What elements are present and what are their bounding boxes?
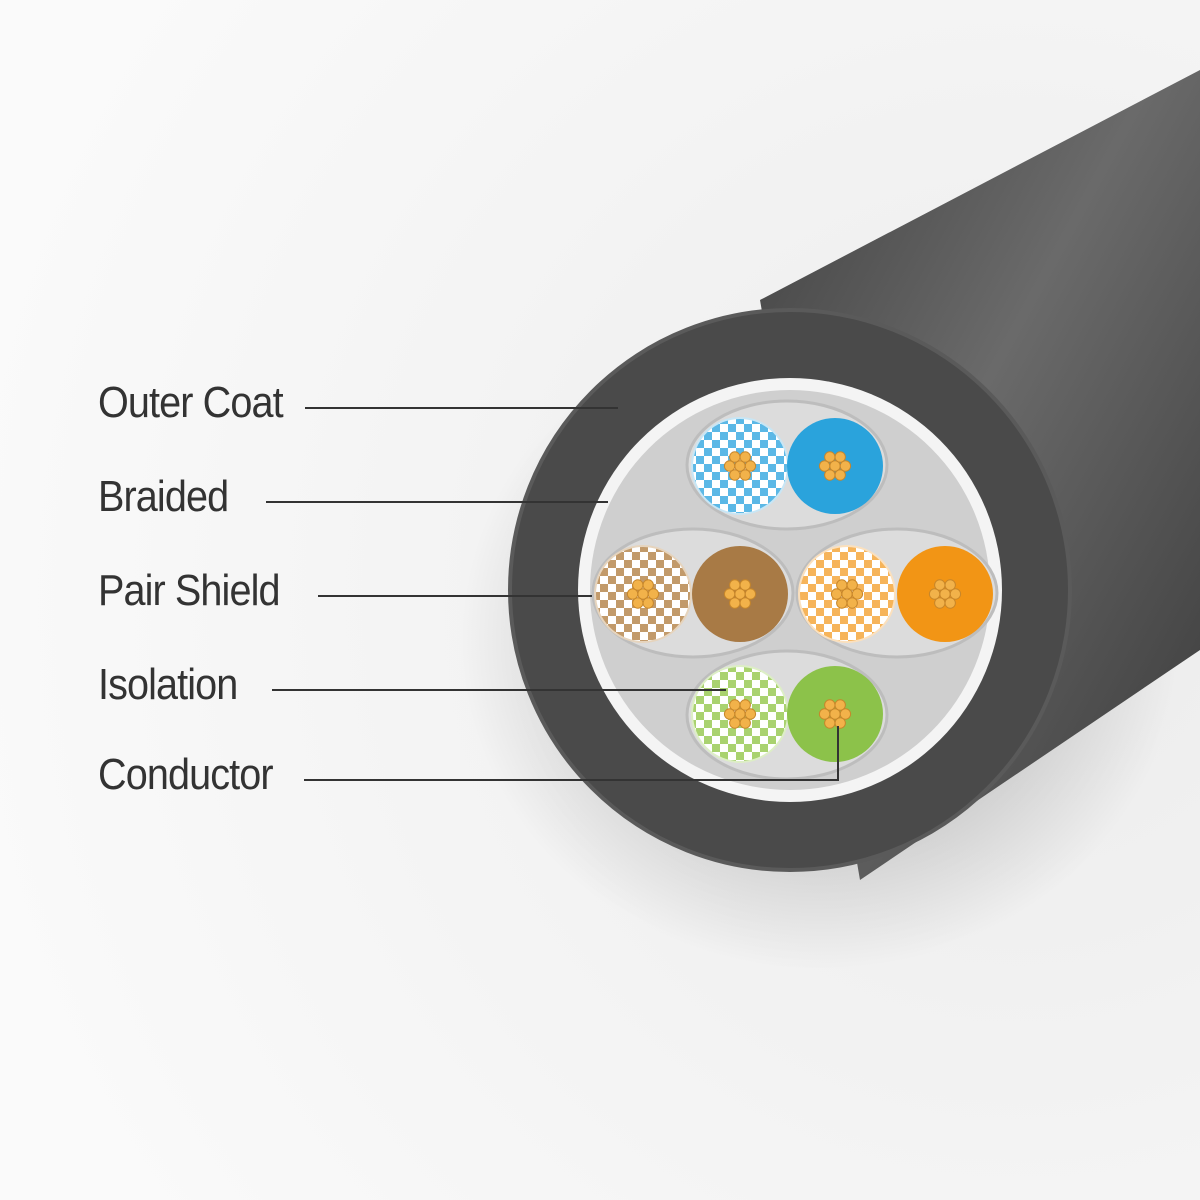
copper-strand: [739, 699, 751, 711]
copper-strand: [723, 708, 736, 720]
copper-strand: [824, 451, 836, 463]
copper-strand: [824, 469, 836, 481]
copper-strand: [739, 717, 751, 729]
copper-strand: [846, 597, 858, 609]
copper-strand: [744, 588, 757, 600]
copper-strand: [834, 717, 846, 729]
copper-strand: [830, 588, 843, 600]
copper-strand: [729, 469, 741, 481]
copper-strand: [647, 588, 660, 600]
copper-strand: [739, 579, 751, 591]
copper-strand: [836, 597, 848, 609]
copper-strand: [632, 597, 644, 609]
copper-strand: [632, 579, 644, 591]
copper-strand: [744, 708, 757, 720]
label-isolation: Isolation: [98, 660, 238, 709]
leader-lines: [266, 407, 839, 781]
copper-strand: [934, 597, 946, 609]
copper-strand: [818, 708, 831, 720]
copper-strand: [834, 699, 846, 711]
label-outer-coat: Outer Coat: [98, 378, 284, 427]
copper-strand: [729, 699, 741, 711]
label-braided: Braided: [98, 472, 229, 521]
copper-strand: [846, 579, 858, 591]
copper-strand: [928, 588, 941, 600]
copper-strand: [729, 451, 741, 463]
copper-strand: [723, 460, 736, 472]
copper-strand: [729, 579, 741, 591]
label-conductor: Conductor: [98, 750, 274, 799]
copper-strand: [836, 579, 848, 591]
copper-strand: [824, 717, 836, 729]
copper-strand: [839, 708, 852, 720]
copper-strand: [944, 579, 956, 591]
copper-strand: [834, 451, 846, 463]
copper-strand: [818, 460, 831, 472]
copper-strand: [723, 588, 736, 600]
leader-conductor: [304, 726, 839, 781]
copper-strand: [834, 469, 846, 481]
copper-strand: [944, 597, 956, 609]
copper-strand: [824, 699, 836, 711]
copper-strand: [729, 717, 741, 729]
copper-strand: [739, 597, 751, 609]
copper-strand: [739, 451, 751, 463]
copper-strand: [744, 460, 757, 472]
copper-strand: [739, 469, 751, 481]
copper-strand: [949, 588, 962, 600]
copper-strand: [729, 597, 741, 609]
label-pair-shield: Pair Shield: [98, 566, 281, 615]
copper-strand: [851, 588, 864, 600]
copper-strand: [934, 579, 946, 591]
outer-coat-rim: [508, 308, 1072, 872]
copper-strand: [626, 588, 639, 600]
copper-strand: [839, 460, 852, 472]
copper-strand: [642, 597, 654, 609]
copper-strand: [642, 579, 654, 591]
copper-conductors: [626, 451, 962, 729]
